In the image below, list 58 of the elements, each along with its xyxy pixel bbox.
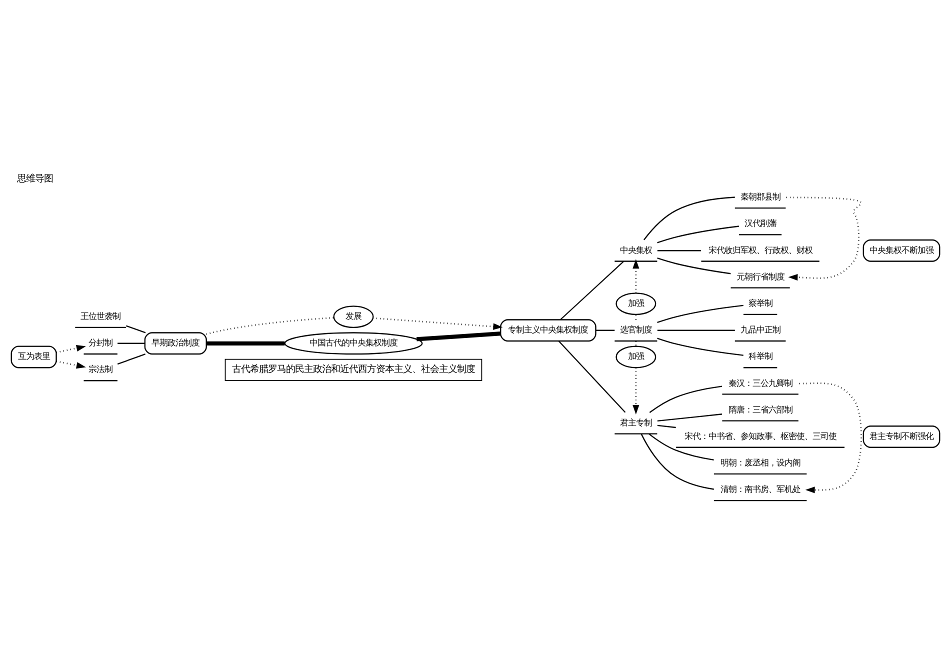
- node-text: 君主专制: [619, 417, 652, 428]
- node-text: 察举制: [748, 298, 772, 308]
- node-text: 宋代：中书省、参知政事、枢密使、三司使: [684, 430, 836, 441]
- node-box: 古代希腊罗马的民主政治和近代西方资本主义、社会主义制度: [224, 358, 482, 382]
- node-box: 互为表里: [10, 346, 56, 368]
- arrow: [632, 259, 639, 293]
- connector: [648, 433, 714, 461]
- connector: [560, 261, 624, 320]
- node-text: 汉代削藩: [744, 218, 776, 228]
- connector: [206, 341, 284, 346]
- arrow: [56, 344, 86, 354]
- connector: [558, 340, 626, 413]
- arrow: [798, 382, 862, 494]
- node-box: 中央集权不断加强: [862, 239, 940, 262]
- node-text: 元朝行省制度: [736, 271, 784, 282]
- connector: [656, 338, 743, 356]
- connector: [656, 424, 676, 428]
- node-ellipse: 加强: [615, 346, 656, 368]
- node-ellipse: 加强: [615, 292, 656, 316]
- connector: [595, 330, 614, 331]
- node-ellipse: 发展: [332, 306, 374, 328]
- diagram-title: 思维导图: [16, 173, 52, 184]
- node-ellipse: 中国古代的中央集权制度: [284, 332, 422, 355]
- node-text: 清朝：南书房、军机处: [720, 484, 800, 494]
- node-text: 科举制: [748, 351, 772, 362]
- connector: [648, 386, 722, 413]
- arrow: [632, 368, 639, 415]
- node-text: 中央集权: [619, 244, 652, 255]
- node-text: 王位世袭制: [80, 310, 120, 321]
- node-text: 分封制: [88, 338, 112, 348]
- connector: [656, 414, 722, 422]
- connector: [116, 354, 146, 365]
- connector: [640, 434, 714, 490]
- connector: [125, 325, 146, 334]
- node-text: 选官制度: [619, 324, 652, 335]
- connector: [656, 250, 700, 252]
- connector: [643, 196, 734, 240]
- connector: [206, 316, 334, 335]
- node-box: 君主专制不断强化: [862, 426, 940, 448]
- node-text: 九品中正制: [740, 324, 780, 335]
- node-text: 宋代收归军权、行政权、财权: [708, 244, 812, 255]
- node-text: 明朝：废丞相，设内阁: [720, 458, 800, 468]
- connector: [656, 304, 743, 324]
- connector: [656, 258, 730, 274]
- connector: [634, 341, 636, 346]
- node-box: 专制主义中央集权制度: [500, 319, 596, 342]
- connector: [656, 226, 738, 244]
- arrow: [786, 196, 861, 281]
- node-text: 秦汉：三公九卿制: [728, 378, 792, 388]
- arrow: [56, 360, 86, 369]
- node-text: 宗法制: [88, 364, 112, 374]
- node-text: 隋唐：三省六部制: [728, 404, 792, 414]
- connector: [656, 330, 734, 331]
- connector: [117, 342, 144, 344]
- arrow: [372, 317, 502, 330]
- connector: [416, 331, 500, 342]
- node-box: 早期政治制度: [144, 332, 206, 355]
- node-text: 秦朝郡县制: [740, 192, 780, 202]
